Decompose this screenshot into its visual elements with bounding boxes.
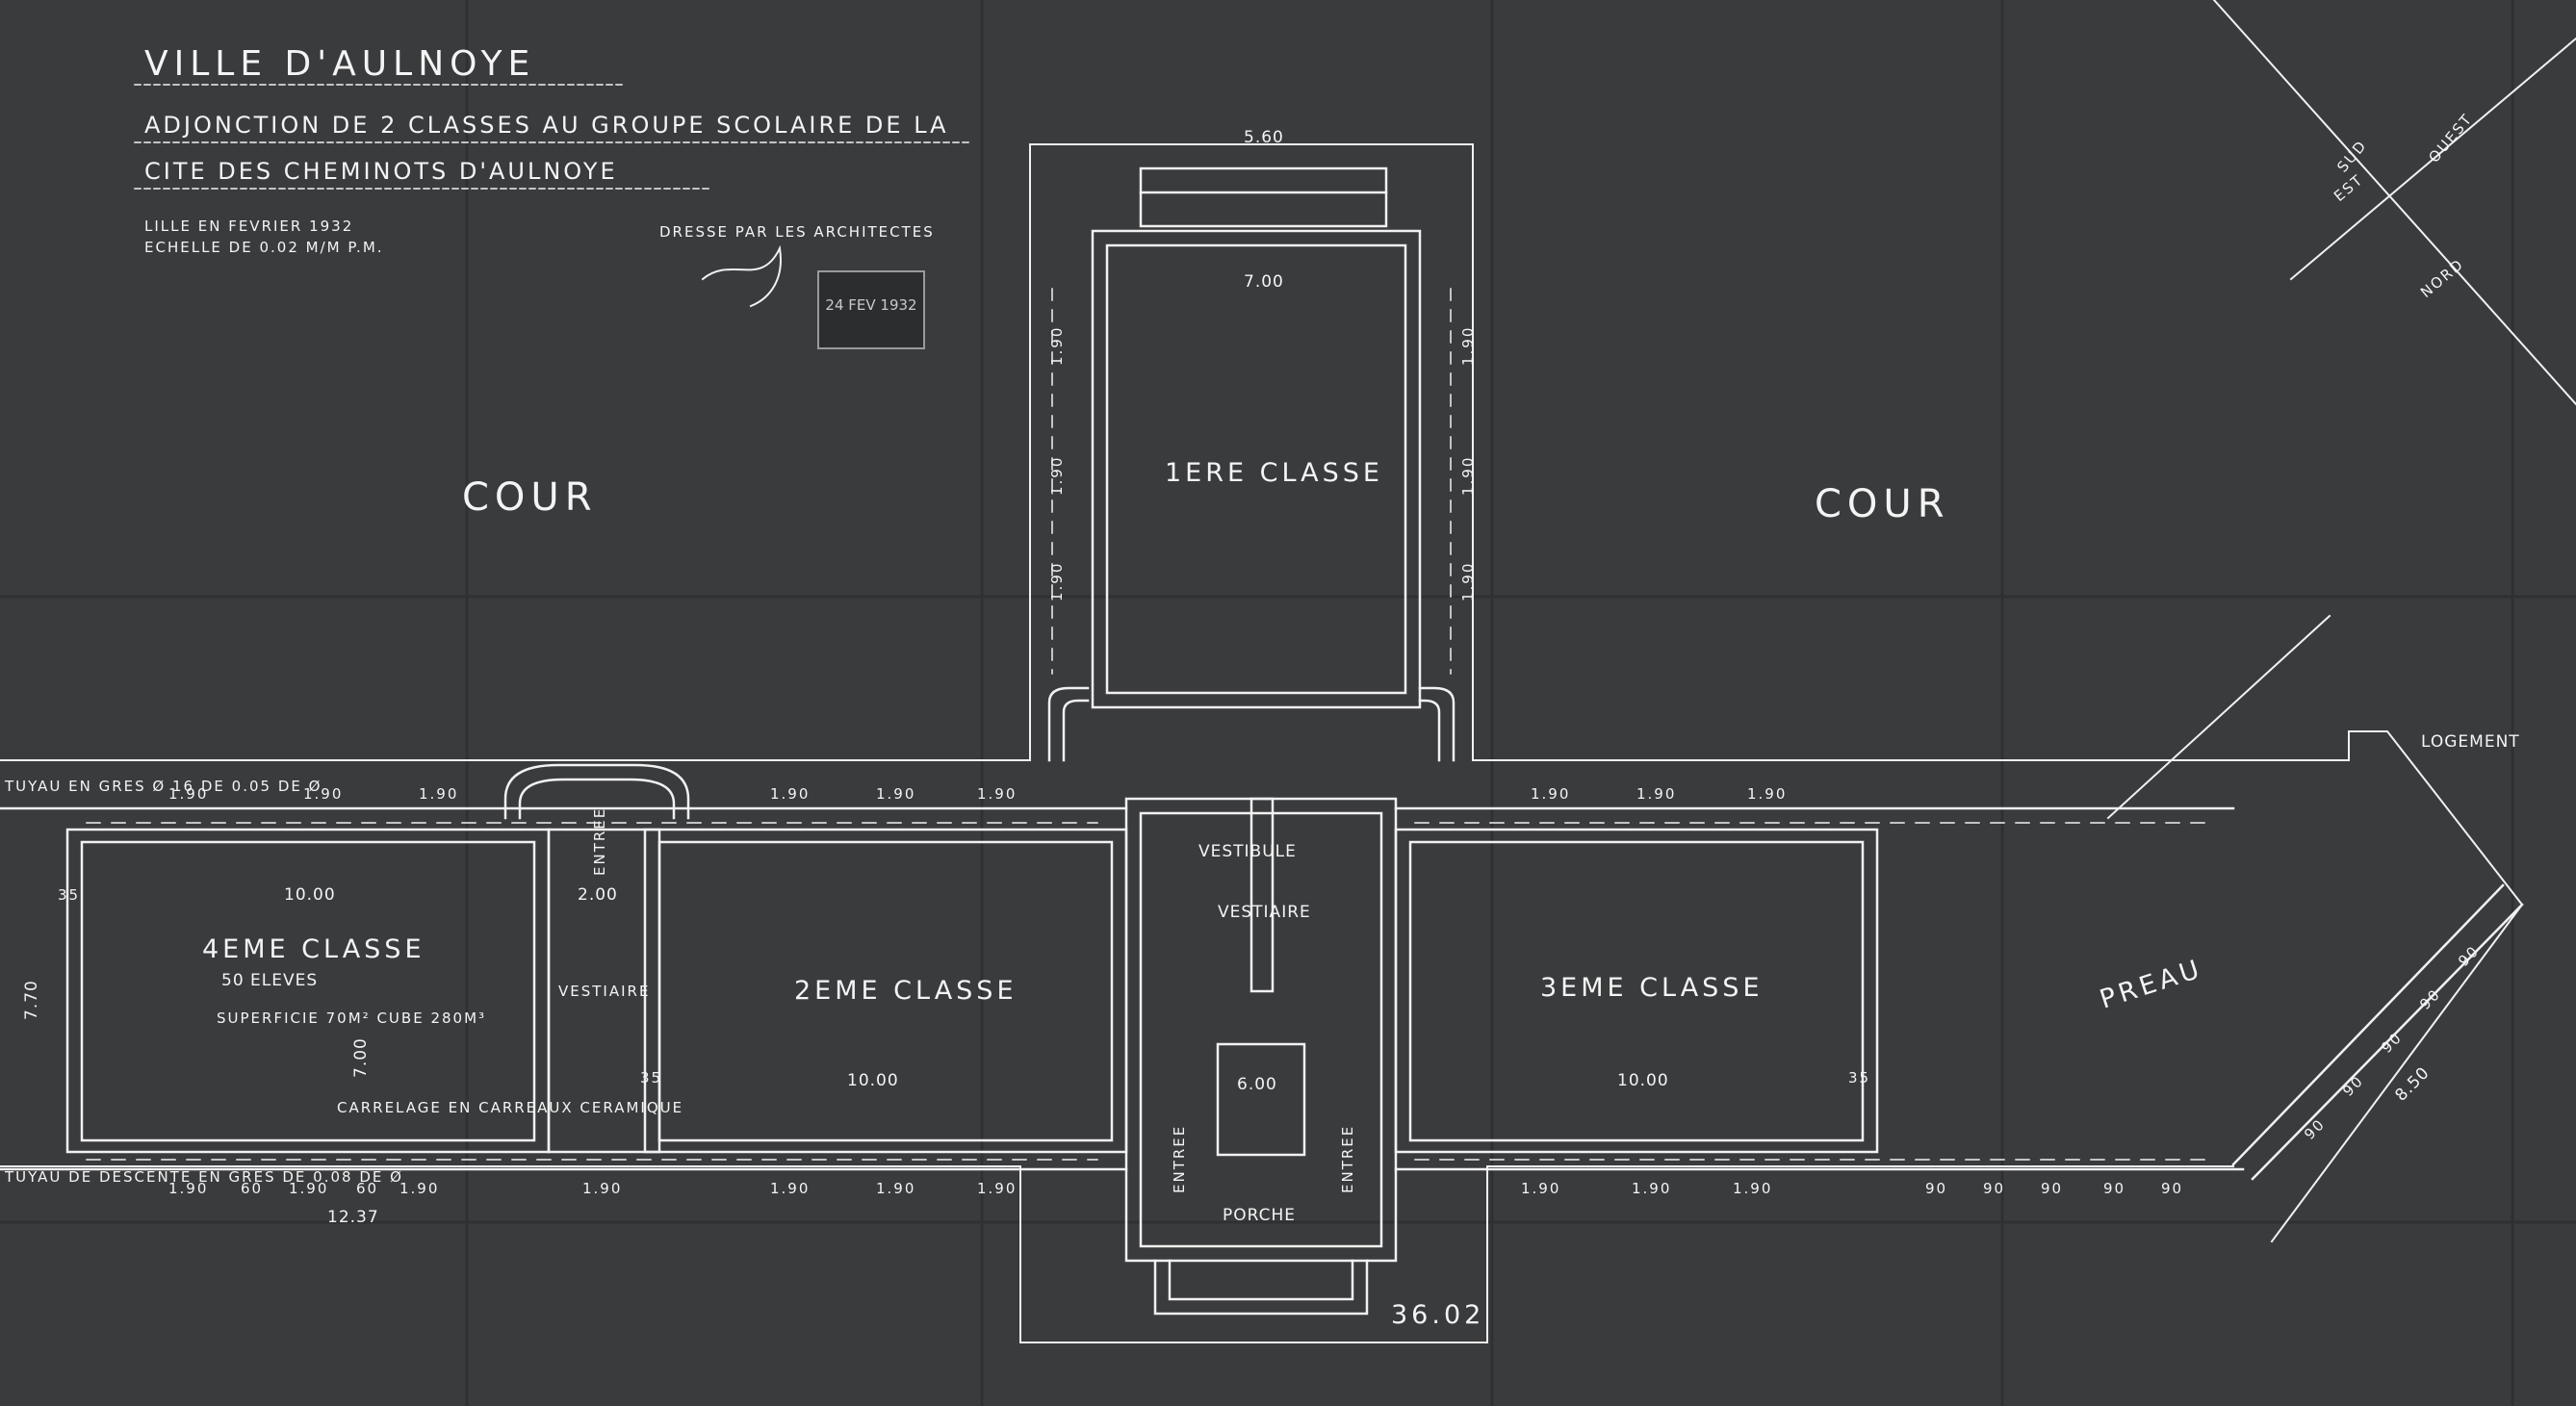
architect-signature xyxy=(701,244,782,308)
dim-classe-1-width: 7.00 xyxy=(1244,272,1284,292)
label-classe-4-area: SUPERFICIE 70M² CUBE 280M³ xyxy=(217,1010,486,1027)
sheet-subtitle-1: ADJONCTION DE 2 CLASSES AU GROUPE SCOLAI… xyxy=(144,112,949,139)
label-logement: LOGEMENT xyxy=(2421,732,2520,752)
dim-wall-center: 35 xyxy=(640,1069,662,1086)
svg-text:1.90: 1.90 xyxy=(1459,326,1477,366)
dim-classe-4-width: 10.00 xyxy=(284,885,336,905)
label-vestibule: VESTIBULE xyxy=(1198,842,1297,861)
window-marks xyxy=(86,288,2215,1161)
note-pipe-top: TUYAU EN GRES Ø 16 DE 0.05 DE Ø xyxy=(4,778,322,795)
label-classe-2: 2EME CLASSE xyxy=(794,976,1018,1006)
walls xyxy=(0,166,2524,1316)
reception-stamp: 24 FEV 1932 xyxy=(817,270,925,349)
dim-top-width: 5.60 xyxy=(1244,128,1284,147)
svg-text:1.90: 1.90 xyxy=(1048,456,1066,496)
bay-dimensions-bottom-left: 1.90 60 1.90 60 1.90 1.90 1.90 1.90 1.90 xyxy=(168,1180,1017,1197)
svg-text:24 FEV 1932: 24 FEV 1932 xyxy=(825,296,916,314)
svg-text:1.90: 1.90 xyxy=(419,785,458,803)
sheet-title: VILLE D'AULNOYE xyxy=(144,44,535,84)
dimension-labels: 5.60 7.00 10.00 10.00 10.00 2.00 7.00 7.… xyxy=(22,128,2434,1330)
note-pipe-bottom: TUYAU DE DESCENTE EN GRES DE 0.08 DE Ø xyxy=(4,1168,403,1186)
dim-wall-right: 35 xyxy=(1848,1069,1870,1086)
label-vestiaire-center: VESTIAIRE xyxy=(1218,903,1311,922)
svg-text:60: 60 xyxy=(241,1180,263,1197)
svg-text:1.90: 1.90 xyxy=(1747,785,1787,803)
label-classe-3: 3EME CLASSE xyxy=(1540,973,1764,1003)
room-labels: 1ERE CLASSE 4EME CLASSE 50 ELEVES SUPERF… xyxy=(202,458,2520,1225)
bay-dimensions-classe-1: 1.90 1.90 1.90 1.90 1.90 1.90 xyxy=(1048,326,1477,601)
svg-text:1.90: 1.90 xyxy=(1632,1180,1671,1197)
dim-porch-width: 6.00 xyxy=(1237,1075,1277,1094)
svg-text:1.90: 1.90 xyxy=(168,785,208,803)
date-line: LILLE EN FEVRIER 1932 xyxy=(144,217,353,235)
label-porche: PORCHE xyxy=(1223,1206,1296,1225)
title-block: VILLE D'AULNOYE ADJONCTION DE 2 CLASSES … xyxy=(134,44,973,349)
scale-line: ECHELLE DE 0.02 M/M P.M. xyxy=(144,239,384,256)
svg-text:90: 90 xyxy=(1925,1180,1947,1197)
bay-dimensions-bottom-right: 1.90 1.90 1.90 90 90 90 90 90 xyxy=(1521,1180,2183,1197)
svg-text:1.90: 1.90 xyxy=(1733,1180,1772,1197)
svg-text:1.90: 1.90 xyxy=(876,1180,915,1197)
svg-text:1.90: 1.90 xyxy=(977,785,1017,803)
svg-text:1.90: 1.90 xyxy=(770,785,810,803)
courtyard-left-label: COUR xyxy=(462,475,597,520)
dim-vestiaire-width: 2.00 xyxy=(578,885,618,905)
svg-text:60: 60 xyxy=(356,1180,378,1197)
dim-classe-2-width: 10.00 xyxy=(847,1071,899,1090)
dim-overall: 36.02 xyxy=(1391,1300,1484,1330)
dim-classe-3-width: 10.00 xyxy=(1617,1071,1669,1090)
svg-text:1.90: 1.90 xyxy=(1459,456,1477,496)
svg-text:90: 90 xyxy=(2103,1180,2125,1197)
courtyard-right-label: COUR xyxy=(1815,482,1949,526)
dim-wing-height: 7.70 xyxy=(22,980,41,1020)
bay-dimensions-top-left: 1.90 1.90 1.90 1.90 1.90 1.90 xyxy=(168,785,1017,803)
site-outline xyxy=(0,143,2524,1343)
label-vestiaire-left: VESTIAIRE xyxy=(558,983,650,1000)
svg-text:1.90: 1.90 xyxy=(1636,785,1676,803)
label-tiling: CARRELAGE EN CARREAUX CERAMIQUE xyxy=(337,1099,683,1116)
label-classe-1: 1ERE CLASSE xyxy=(1165,458,1383,488)
label-entree-porch-right: ENTREE xyxy=(1339,1125,1356,1193)
svg-text:1.90: 1.90 xyxy=(1048,326,1066,366)
svg-text:1.90: 1.90 xyxy=(1521,1180,1560,1197)
architect-credit: DRESSE PAR LES ARCHITECTES xyxy=(659,223,935,241)
dim-left-total: 12.37 xyxy=(327,1208,379,1227)
svg-text:1.90: 1.90 xyxy=(977,1180,1017,1197)
label-entree-porch-left: ENTREE xyxy=(1171,1125,1188,1193)
dim-classe-4-depth: 7.00 xyxy=(351,1037,371,1078)
svg-text:1.90: 1.90 xyxy=(168,1180,208,1197)
dim-wall-left: 35 xyxy=(58,886,80,904)
svg-text:1.90: 1.90 xyxy=(1531,785,1570,803)
label-classe-4: 4EME CLASSE xyxy=(202,934,425,964)
svg-text:1.90: 1.90 xyxy=(582,1180,622,1197)
svg-text:1.90: 1.90 xyxy=(876,785,915,803)
svg-text:1.90: 1.90 xyxy=(303,785,343,803)
label-entree-left: ENTREE xyxy=(591,807,608,876)
svg-text:1.90: 1.90 xyxy=(1048,562,1066,601)
bay-dimensions-top-right: 1.90 1.90 1.90 xyxy=(1531,785,1787,803)
svg-text:90: 90 xyxy=(2161,1180,2183,1197)
svg-text:90: 90 xyxy=(2041,1180,2063,1197)
svg-text:1.90: 1.90 xyxy=(770,1180,810,1197)
svg-text:90: 90 xyxy=(1983,1180,2005,1197)
svg-text:1.90: 1.90 xyxy=(399,1180,439,1197)
svg-text:1.90: 1.90 xyxy=(1459,562,1477,601)
svg-text:1.90: 1.90 xyxy=(289,1180,328,1197)
sheet-subtitle-2: CITE DES CHEMINOTS D'AULNOYE xyxy=(144,158,618,185)
label-classe-4-pupils: 50 ELEVES xyxy=(221,971,318,990)
